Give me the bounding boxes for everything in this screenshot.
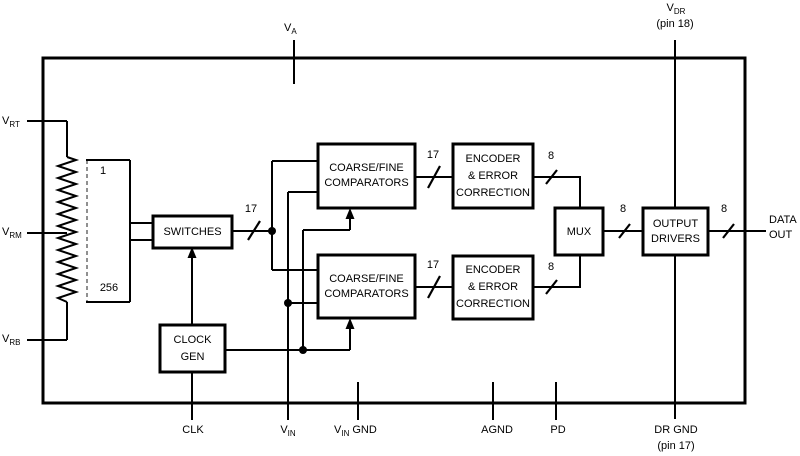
output-drivers-box [641, 206, 710, 257]
dr-gnd-pin-note: (pin 17) [657, 440, 695, 452]
arrowhead-top-comparator-clock [345, 208, 355, 219]
bus-slash-encoder-bottom [545, 279, 558, 295]
bus-slash-mux [618, 223, 631, 239]
tap-first-label: 1 [99, 165, 107, 177]
encoder-bottom-box [451, 254, 535, 321]
tap-last-label: 256 [99, 282, 119, 294]
va-pin-label: VA [284, 22, 297, 36]
bus-width-encoder-top: 8 [547, 150, 555, 162]
vrb-pin-label: VRB [2, 333, 21, 347]
junction-dot-reference [268, 227, 276, 235]
comparators-top-box [316, 142, 417, 210]
clk-pin-label: CLK [182, 424, 204, 436]
bus-width-data-out: 8 [720, 203, 728, 215]
agnd-pin-label: AGND [481, 424, 513, 436]
pd-pin-label: PD [550, 424, 566, 436]
bus-width-mux: 8 [619, 203, 627, 215]
switches-box [151, 214, 234, 250]
comparators-bottom-box [316, 253, 417, 320]
bus-slash-comparator-bottom [427, 275, 441, 299]
bus-width-comparator-top: 17 [426, 149, 440, 161]
bus-slash-encoder-top [545, 169, 558, 185]
encoder-top-out-bus [533, 176, 581, 208]
encoder-bottom-out-bus [533, 255, 581, 288]
switches-label: SWITCHES [163, 226, 222, 238]
bus-slash-switches [247, 220, 261, 241]
vrt-pin-label: VRT [2, 115, 20, 129]
encoder-top-box [451, 142, 535, 210]
bus-slash-data-out [722, 223, 735, 239]
bus-width-encoder-bottom: 8 [547, 261, 555, 273]
junction-dot-clock [299, 346, 307, 354]
bus-width-switches: 17 [244, 203, 258, 215]
vin-pin-label: VIN [280, 424, 296, 438]
vdr-pin-note: (pin 18) [656, 18, 694, 30]
bus-width-comparator-bottom: 17 [426, 259, 440, 271]
arrowhead-switches-clock [187, 247, 197, 258]
vdr-pin-label: VDR [666, 2, 686, 16]
junction-dot-vin [284, 299, 292, 307]
clock-gen-box [158, 323, 227, 374]
mux-label: MUX [566, 225, 592, 238]
bus-slash-comparator-top [427, 165, 441, 189]
chip-boundary [41, 56, 747, 405]
arrowhead-bottom-comparator-clock [345, 318, 355, 329]
dr-gnd-pin-label: DR GND [654, 424, 698, 436]
vrm-pin-label: VRM [2, 226, 22, 240]
resistor-ladder-zigzag [54, 156, 80, 303]
mux-box [553, 206, 605, 257]
